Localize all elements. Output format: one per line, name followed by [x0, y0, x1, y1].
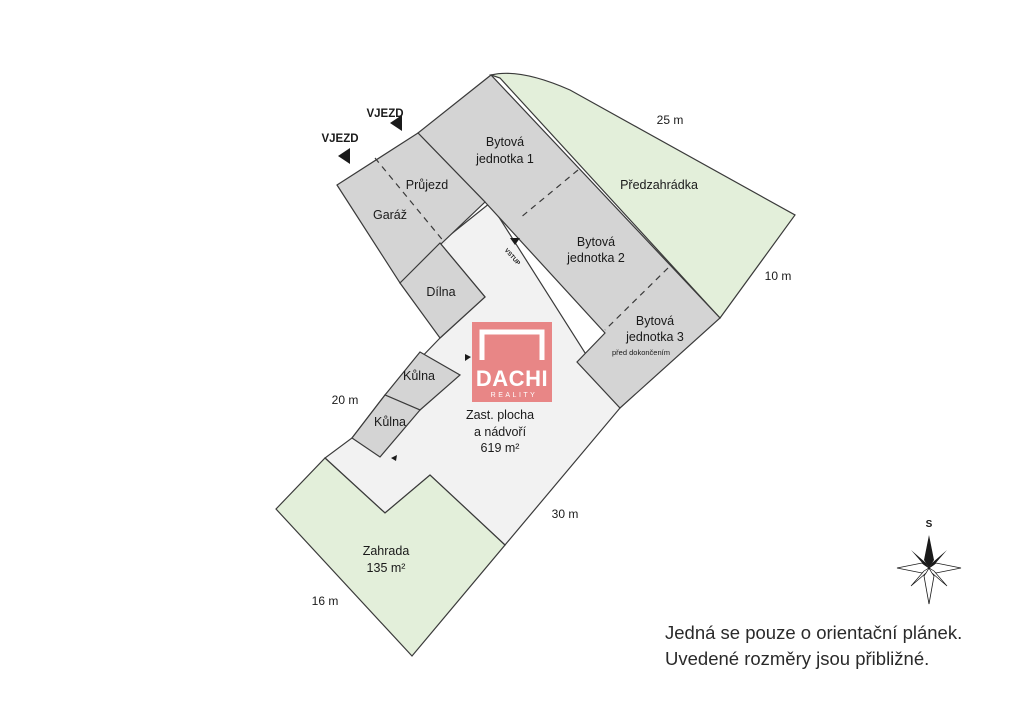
passage-garage-block: [336, 132, 486, 284]
entry-arrow-icon: [510, 238, 520, 245]
workshop-block: [399, 242, 486, 339]
garden-label-line2: 135 m²: [367, 561, 406, 575]
shed1-label: Kůlna: [403, 369, 435, 383]
garden-area: [275, 457, 506, 657]
unit2-label-line1: Bytová: [577, 235, 615, 249]
entrance-arrow-icon: [390, 115, 402, 131]
unit3-label-line2: jednotka 3: [625, 330, 684, 344]
garden-label-line1: Zahrada: [363, 544, 410, 558]
front-garden-area: [488, 72, 796, 319]
dimension-left: 20 m: [332, 393, 359, 407]
logo-sub: REALITY: [491, 392, 538, 399]
shed-block-2: [351, 394, 421, 458]
entrance-label-2: VJEZD: [321, 133, 358, 145]
entry-arrow-icon: [465, 354, 471, 361]
compass-label: S: [926, 519, 933, 530]
divider-passage-garage: [374, 157, 446, 244]
unit1-label-line1: Bytová: [486, 135, 524, 149]
residential-units-block: [417, 74, 721, 409]
divider-unit1-unit2: [519, 169, 579, 219]
dimension-top: 25 m: [657, 113, 684, 127]
courtyard-label-line1: Zast. plocha: [466, 408, 534, 422]
courtyard-label-line3: 619 m²: [481, 441, 520, 455]
front-garden-label: Předzahrádka: [620, 178, 698, 192]
unit3-label-line1: Bytová: [636, 314, 674, 328]
unit2-label-line2: jednotka 2: [566, 251, 625, 265]
entry-arrow-icon: [391, 455, 397, 461]
garage-label: Garáž: [373, 208, 407, 222]
dachi-logo: DACHI REALITY: [472, 322, 552, 402]
logo-name: DACHI: [476, 366, 548, 391]
workshop-label: Dílna: [426, 285, 455, 299]
passage-label: Průjezd: [406, 178, 448, 192]
shed2-label: Kůlna: [374, 415, 406, 429]
dimension-bottom-left: 16 m: [312, 594, 339, 608]
unit1-label-line2: jednotka 1: [475, 152, 534, 166]
disclaimer-line-1: Jedná se pouze o orientační plánek.: [665, 622, 963, 643]
entrance-label-1: VJEZD: [366, 108, 403, 120]
divider-unit2-unit3: [604, 267, 669, 331]
dimension-bottom-right: 30 m: [552, 507, 579, 521]
compass-rose-icon: S: [896, 519, 962, 605]
entrance-arrow-icon: [338, 148, 350, 164]
disclaimer-line-2: Uvedené rozměry jsou přibližné.: [665, 648, 930, 669]
dimension-right: 10 m: [765, 269, 792, 283]
unit3-note: před dokončením: [612, 348, 670, 357]
courtyard-label-line2: a nádvoří: [474, 425, 527, 439]
